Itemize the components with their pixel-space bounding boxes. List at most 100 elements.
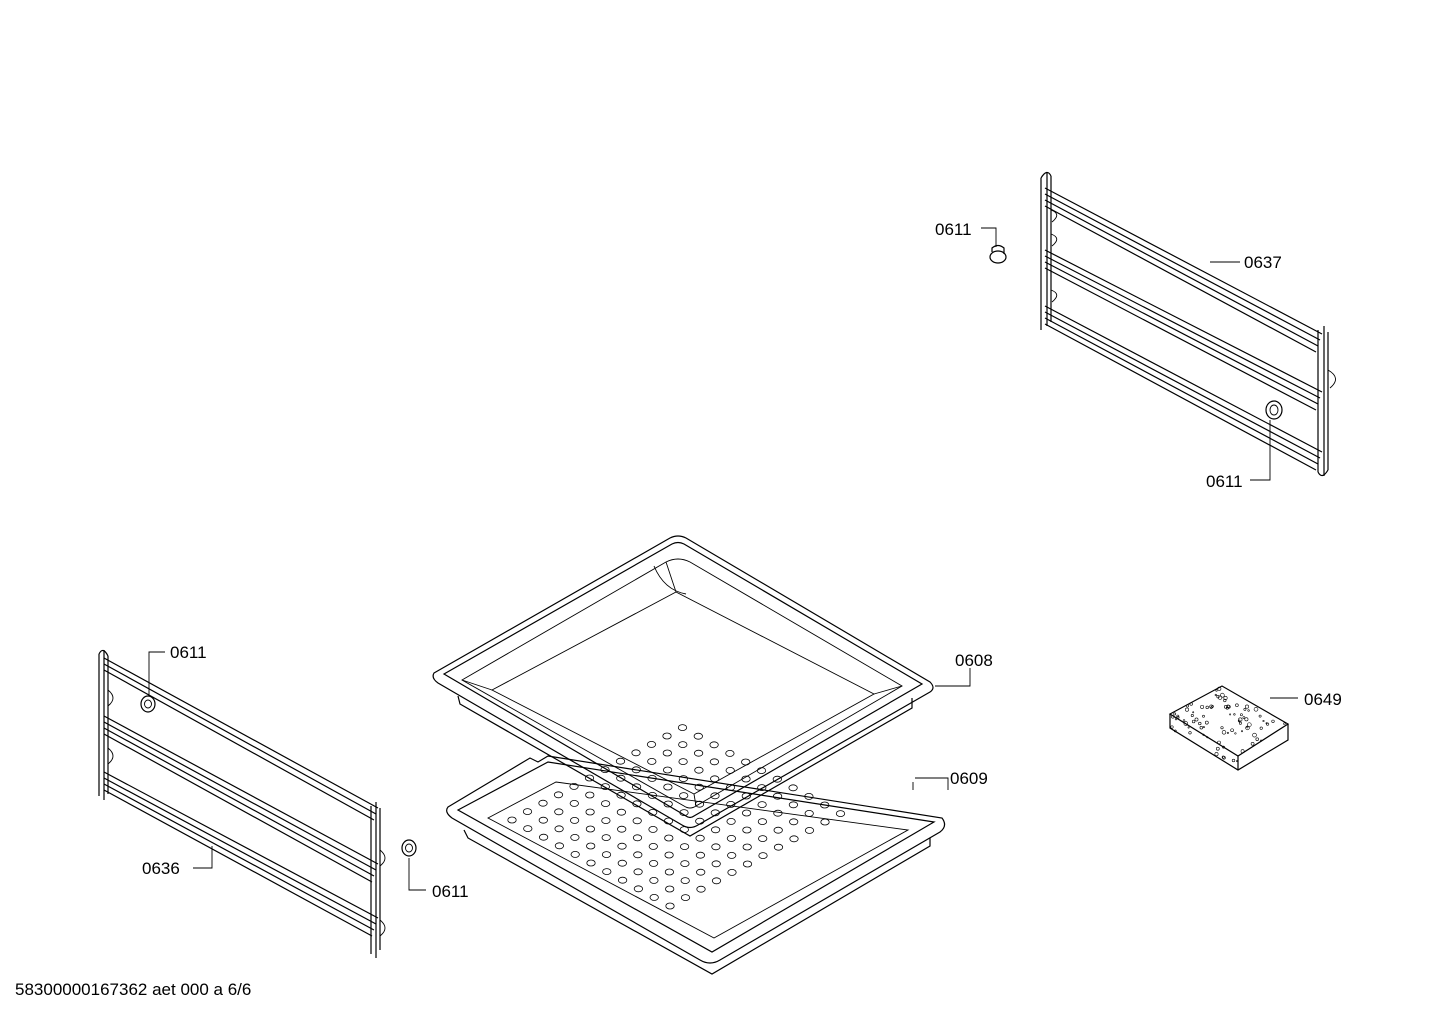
sponge-speck (1202, 726, 1205, 729)
perforation-hole (601, 834, 611, 841)
perforation-hole (789, 835, 799, 843)
screw-bottom (401, 839, 417, 857)
perforated-tray (446, 724, 946, 975)
perforation-hole (725, 750, 735, 757)
perforation-hole (758, 852, 768, 859)
label-0611-bottom: 0611 (432, 882, 469, 901)
document-footer: 58300000167362 aet 000 a 6/6 (15, 980, 252, 999)
perforation-hole (678, 741, 688, 748)
perforation-holes (507, 724, 846, 910)
perforation-hole (664, 834, 674, 842)
sponge-speck (1246, 726, 1249, 729)
sponge-speck (1204, 720, 1209, 725)
sponge-speck (1245, 704, 1249, 709)
sponge-speck (1230, 728, 1234, 732)
perforation-hole (696, 885, 706, 893)
perforation-hole (649, 894, 659, 901)
perforation-hole (680, 860, 690, 867)
perforation-hole (726, 835, 737, 842)
perforation-hole (756, 767, 767, 774)
perforation-hole (569, 783, 579, 790)
perforation-hole (694, 800, 705, 808)
sponge-speck (1260, 739, 1263, 742)
perforation-hole (695, 817, 705, 825)
sponge-speck (1229, 713, 1232, 716)
perforation-hole (647, 775, 657, 782)
perforation-hole (772, 792, 783, 800)
perforation-hole (631, 766, 641, 774)
perforation-hole (648, 809, 658, 816)
sponge-texture (1170, 686, 1286, 763)
sponge-speck (1217, 686, 1222, 691)
perforation-hole (694, 766, 704, 774)
sponge-speck (1173, 712, 1177, 716)
sponge-speck (1202, 733, 1205, 736)
perforation-hole (569, 817, 580, 824)
perforation-hole (631, 749, 641, 757)
sponge-speck (1182, 719, 1186, 722)
sponge-speck (1244, 717, 1249, 722)
perforation-hole (741, 758, 751, 766)
perforation-hole (538, 816, 548, 824)
perforation-hole (757, 801, 767, 808)
perforation-hole (679, 843, 690, 850)
sponge-speck (1222, 745, 1225, 749)
label-0608: 0608 (955, 651, 993, 670)
perforation-hole (664, 868, 675, 876)
sponge-speck (1214, 693, 1217, 697)
perforation-hole (835, 810, 846, 817)
perforation-hole (633, 868, 643, 876)
perforation-hole (679, 809, 689, 816)
sponge-speck (1247, 722, 1252, 727)
perforation-hole (741, 809, 752, 817)
baking-tray (432, 535, 934, 837)
perforation-hole (680, 877, 690, 884)
sponge-speck (1237, 719, 1241, 723)
perforation-hole (711, 877, 722, 885)
sponge-speck (1243, 708, 1247, 711)
label-0636: 0636 (142, 859, 180, 878)
perforation-hole (665, 885, 675, 893)
cleaning-sponge (1168, 685, 1290, 771)
sponge-speck (1187, 726, 1190, 729)
perforation-hole (662, 749, 672, 757)
sponge-speck (1194, 717, 1199, 722)
perforation-hole (617, 876, 628, 884)
sponge-speck (1174, 729, 1177, 733)
sponge-speck (1198, 721, 1202, 726)
perforation-hole (757, 784, 767, 791)
leader-lines (148, 227, 1298, 891)
perforation-hole (758, 835, 768, 842)
perforation-hole (632, 800, 642, 808)
sponge-speck (1185, 707, 1189, 712)
perforation-hole (695, 834, 705, 842)
sponge-speck (1262, 719, 1265, 723)
label-0649: 0649 (1304, 690, 1342, 709)
perforation-hole (648, 843, 658, 850)
perforation-hole (709, 741, 719, 749)
perforation-hole (741, 792, 751, 800)
label-0611-left: 0611 (170, 643, 207, 662)
perforation-hole (601, 817, 611, 824)
perforation-hole (679, 826, 689, 833)
sponge-speck (1192, 711, 1195, 714)
sponge-speck (1202, 714, 1205, 718)
perforation-hole (725, 767, 735, 774)
perforation-hole (710, 775, 720, 783)
perforation-hole (773, 843, 784, 851)
screw-right (1265, 400, 1283, 420)
perforation-hole (804, 793, 814, 800)
perforation-hole (726, 801, 736, 808)
perforation-hole (585, 808, 595, 816)
perforation-hole (647, 792, 658, 799)
shelf-rail-left (98, 649, 386, 958)
sponge-speck (1205, 705, 1209, 710)
sponge-speck (1189, 702, 1193, 706)
sponge-speck (1242, 716, 1246, 719)
sponge-speck (1176, 714, 1180, 718)
perforation-hole (680, 894, 691, 901)
perforation-hole (601, 851, 612, 858)
perforation-hole (820, 818, 830, 826)
sponge-speck (1250, 741, 1255, 746)
